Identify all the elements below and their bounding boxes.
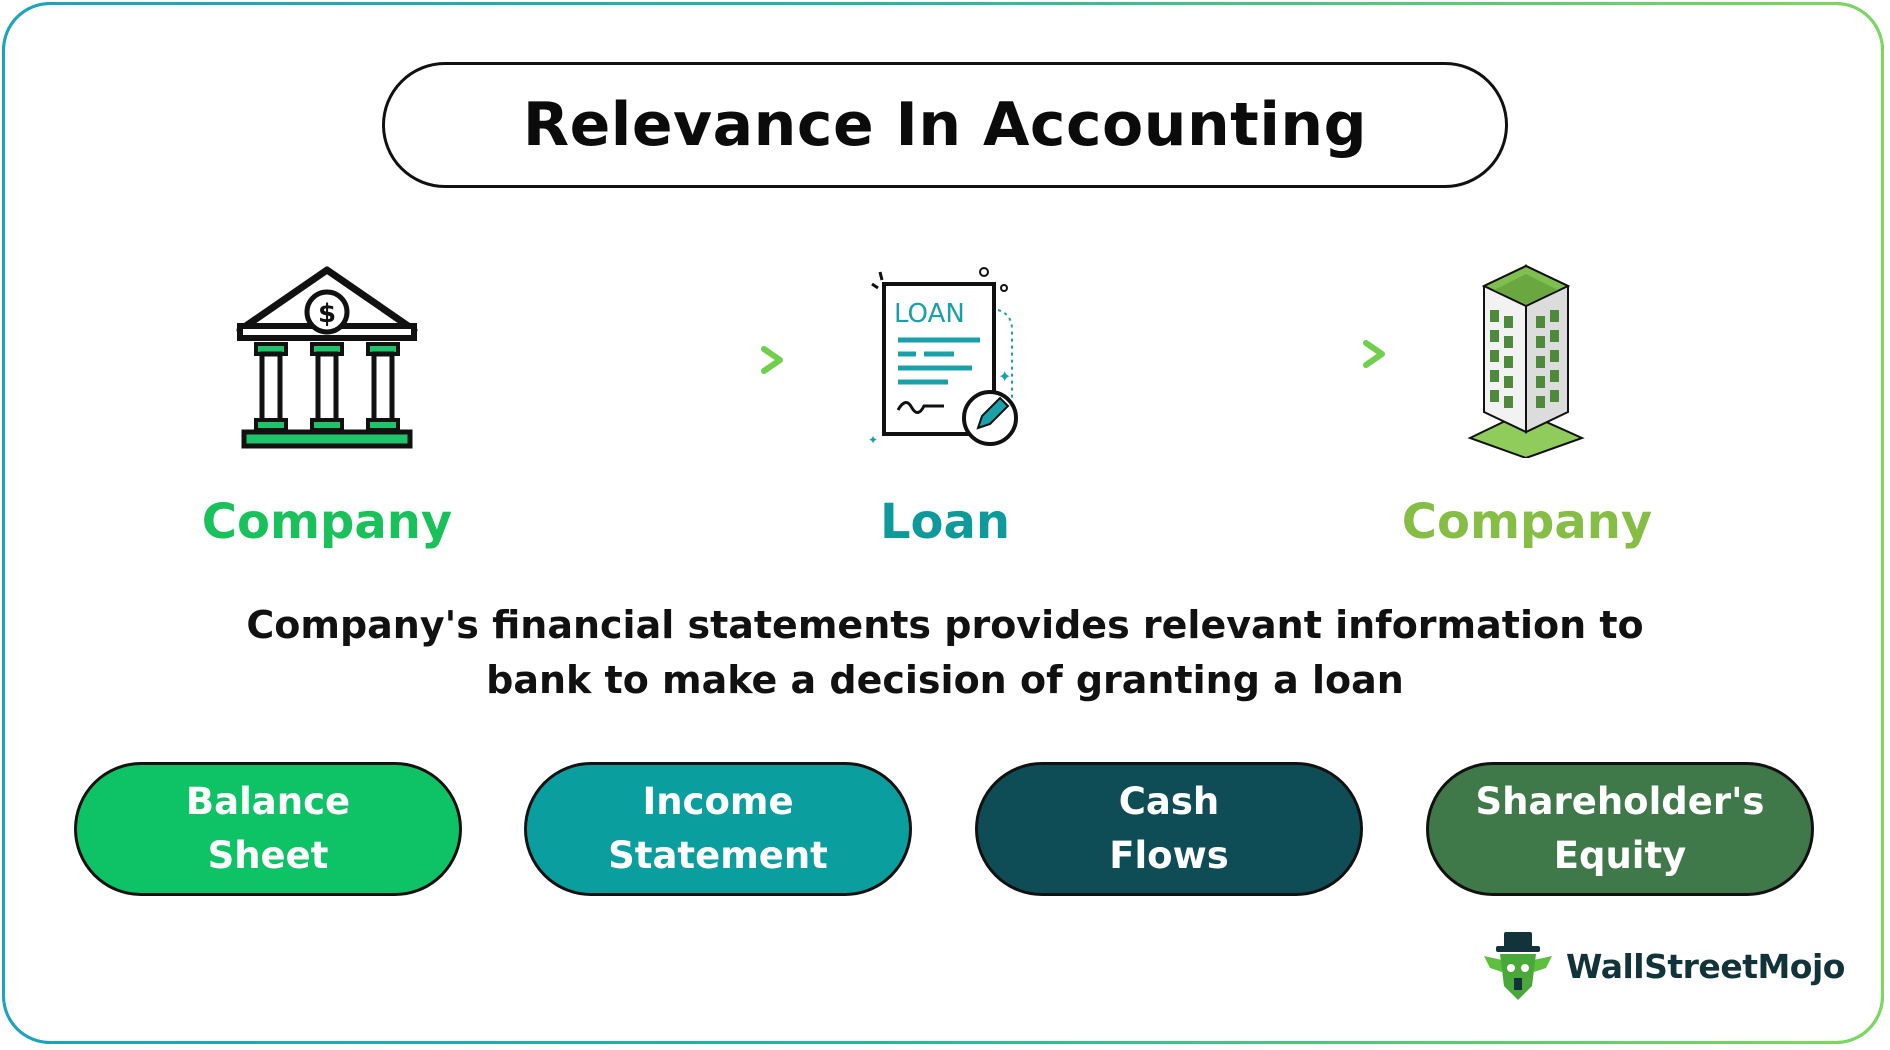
page-title: Relevance In Accounting [522,90,1368,160]
svg-text:$: $ [318,299,336,329]
statement-pill-cash-flows: Cash Flows [975,762,1363,896]
statement-label: Balance [185,780,351,823]
arrow-icon [1104,340,1385,368]
statement-label: Shareholder's [1475,780,1765,823]
flow-label-company: Company [201,494,453,550]
loan-document-icon: LOAN ✦ ✦ [868,267,1018,447]
brand-logo: WallStreetMojo [1480,928,1845,1004]
statement-label: Income [642,780,794,823]
arrow-icon [502,346,783,374]
statement-label: Statement [608,834,828,877]
title-pill: Relevance In Accounting [382,62,1508,188]
svg-text:✦: ✦ [998,367,1011,386]
statement-label: Cash [1118,780,1220,823]
statement-label: Equity [1553,834,1687,877]
statement-pill-shareholders-equity: Shareholder's Equity [1426,762,1814,896]
statement-pill-balance-sheet: Balance Sheet [74,762,462,896]
flow-label-company-2: Company [1401,494,1653,550]
loan-doc-text: LOAN [894,299,965,329]
description-line-1: Company's financial statements provides … [246,603,1644,647]
statement-label: Sheet [207,834,329,877]
svg-text:✦: ✦ [868,433,878,447]
flow-label-loan: Loan [879,494,1011,550]
wallstreetmojo-logo-icon [1484,932,1552,1000]
statement-label: Flows [1109,834,1229,877]
description-line-2: bank to make a decision of granting a lo… [486,658,1404,702]
brand-name: WallStreetMojo [1566,946,1845,986]
statement-pill-income-statement: Income Statement [524,762,912,896]
description: Company's financial statements provides … [200,598,1690,708]
office-building-icon [1467,264,1585,458]
bank-icon: $ [236,266,418,449]
